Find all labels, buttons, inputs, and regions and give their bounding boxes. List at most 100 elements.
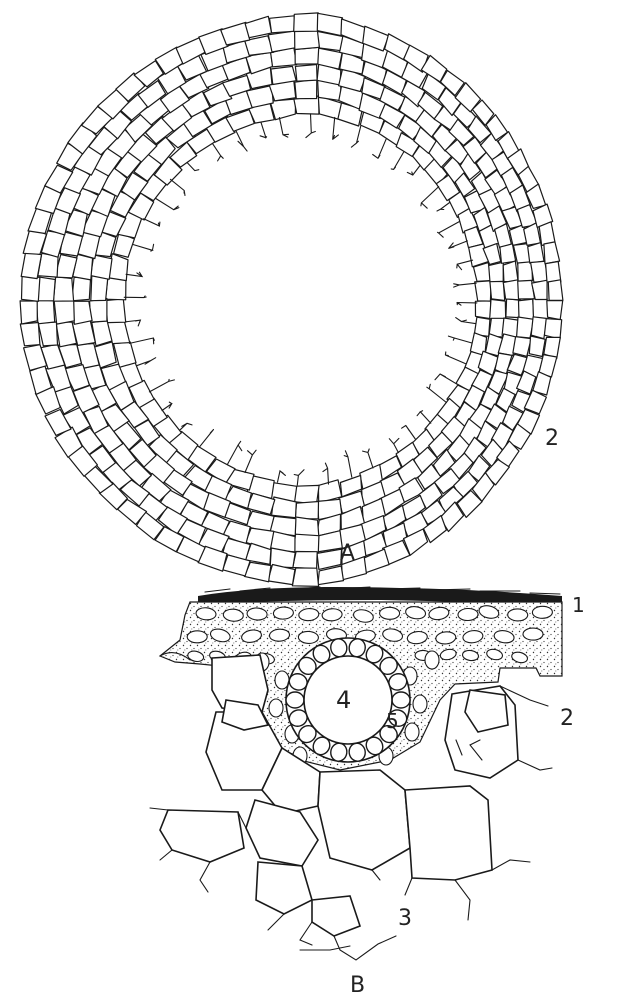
stippled-cell-lumen [246, 607, 268, 621]
ring-cell [512, 336, 532, 357]
ring-strand [198, 428, 215, 448]
ring-cell [292, 550, 318, 570]
ring-cell [244, 15, 273, 39]
ring-cell [517, 298, 535, 321]
ring-cell [456, 489, 483, 518]
ring-cell [19, 321, 41, 347]
ring-cell [112, 341, 137, 368]
ring-cell [106, 253, 129, 282]
ring-strand [186, 162, 200, 172]
ring-cell [135, 511, 165, 541]
panel-a-label: A [340, 541, 355, 566]
ring-cell [489, 298, 507, 320]
ring-cell [37, 252, 59, 278]
ring-strand [436, 220, 461, 238]
parenchyma-cell [464, 689, 509, 733]
ring-strand [276, 469, 286, 483]
stippled-cell-lumen [511, 651, 528, 664]
ring-strand [456, 259, 474, 271]
stippled-cell-lumen [424, 650, 440, 670]
stippled-cell-lumen [412, 694, 428, 714]
central-canal-lumen [303, 655, 393, 745]
stippled-cell-lumen [435, 631, 457, 645]
ring-cell [71, 276, 92, 302]
ring-cell [267, 30, 297, 53]
ring-strand [161, 401, 173, 412]
panel-b-callout-1: 1 [572, 593, 585, 617]
ring-cell [417, 91, 444, 121]
ring-cell [433, 468, 462, 495]
ring-cell [52, 276, 75, 302]
ring-cell [197, 545, 228, 572]
ring-cell [403, 44, 429, 73]
stippled-cell-lumen [531, 605, 553, 619]
ring-cell [146, 136, 176, 166]
ring-cell [361, 59, 387, 86]
ring-strand [179, 422, 193, 431]
ring-cell [546, 300, 564, 321]
ring-cell [44, 408, 72, 436]
ring-strand [143, 218, 161, 227]
ring-cell [531, 279, 548, 301]
stippled-cell-lumens [186, 605, 553, 766]
ring-strand [244, 449, 257, 474]
ring-cell [270, 65, 297, 86]
ring-cell [502, 279, 521, 301]
stippled-cell-lumen [187, 650, 205, 663]
panel-b-label: B [350, 973, 365, 998]
ring-strand [128, 337, 155, 345]
parenchyma-cell [311, 895, 362, 937]
ring-strand [426, 383, 447, 404]
ring-cell [137, 80, 167, 108]
stippled-cell-lumen [478, 605, 500, 619]
ring-strand [226, 440, 243, 466]
ring-strand [388, 437, 400, 454]
ring-cell [423, 157, 448, 186]
ring-strand [235, 130, 248, 152]
ring-cell [294, 29, 320, 51]
cell-wall-strands [149, 651, 553, 961]
ring-cell [532, 203, 554, 228]
ring-cell [19, 300, 38, 325]
ring-strand [155, 197, 180, 211]
ring-cell [482, 243, 502, 265]
ring-strand [123, 295, 147, 299]
ring-strand [343, 450, 353, 478]
ring-strand [332, 116, 339, 140]
ring-inner-strands [123, 113, 478, 486]
ring-cell [523, 389, 547, 415]
ring-strand [293, 469, 305, 486]
stippled-cell-lumen [379, 606, 401, 620]
stippled-cell-lumen [486, 648, 504, 661]
ring-strand [125, 271, 144, 278]
ring-cell [517, 261, 533, 282]
ring-cell [243, 561, 272, 583]
ring-cell [35, 299, 56, 325]
stippled-cell-lumen [352, 609, 374, 623]
ring-cell [44, 164, 74, 194]
ring-cell [489, 280, 506, 302]
ring-cell [547, 279, 564, 301]
ring-strand [416, 410, 432, 424]
stippled-cell-lumen [298, 608, 320, 622]
ring-cell [294, 516, 320, 537]
panel-a-ring-section: 2 A [19, 12, 564, 587]
ring-cell [198, 28, 229, 55]
stippled-cell-lumen [404, 722, 420, 742]
ring-cell [54, 426, 83, 458]
ring-cell [133, 60, 164, 88]
ring-cell [29, 365, 53, 395]
ring-cell [294, 78, 318, 100]
ring-cell [532, 371, 552, 396]
ring-cell [459, 152, 481, 181]
stippled-cell-lumen [405, 606, 427, 620]
ring-cell [439, 69, 465, 97]
ring-strand [148, 378, 175, 393]
ring-cell [294, 63, 318, 82]
ring-cell [268, 15, 296, 34]
ring-strand [212, 143, 224, 162]
parenchyma-cell [404, 785, 493, 881]
stippled-cell-lumen [406, 630, 428, 645]
ring-cell [71, 300, 93, 325]
ring-strand [447, 335, 473, 344]
